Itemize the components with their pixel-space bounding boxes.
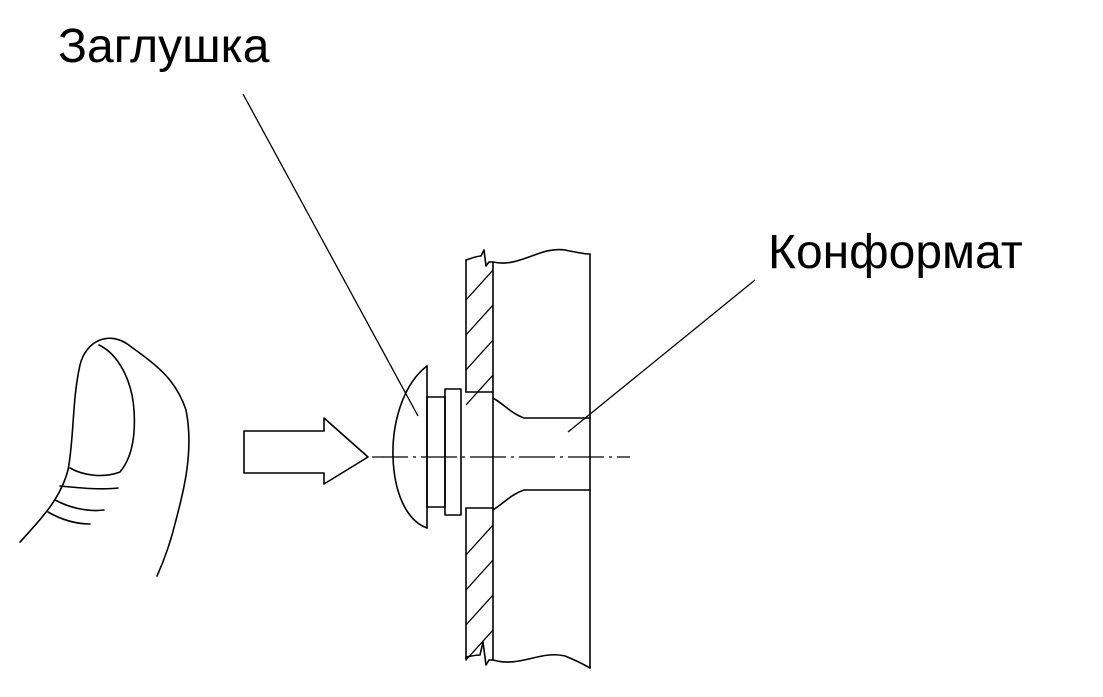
plug-leader-line — [242, 93, 419, 417]
confirmat-label: Конформат — [768, 226, 1023, 279]
panel-section — [465, 259, 494, 661]
board-body — [465, 248, 591, 669]
confirmat-leader-line — [567, 279, 756, 433]
plug-label: Заглушка — [58, 20, 270, 73]
plug-cap — [392, 365, 462, 529]
finger-icon — [19, 337, 190, 577]
confirmat-hole — [492, 397, 591, 511]
push-arrow-icon — [243, 417, 369, 485]
